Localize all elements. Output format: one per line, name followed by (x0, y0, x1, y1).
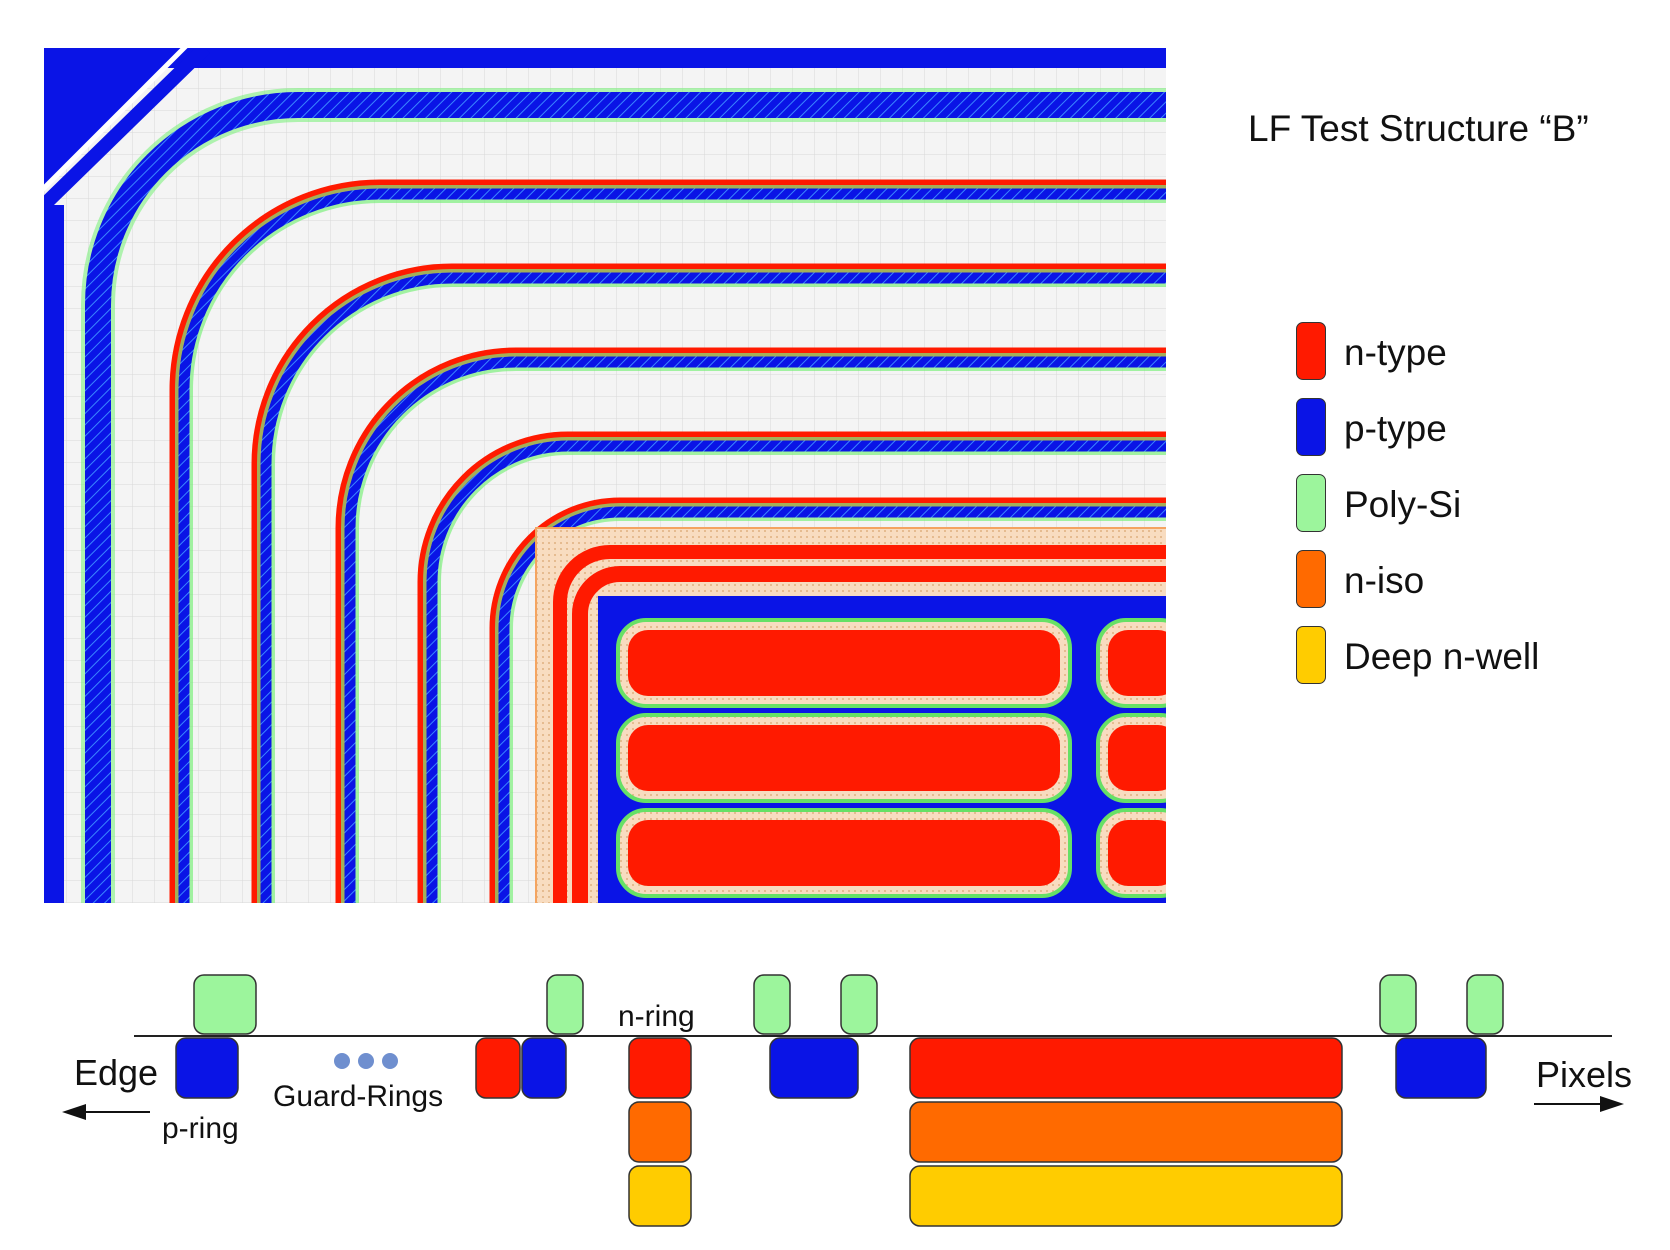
n-ring-label: n-ring (618, 1000, 695, 1033)
guard-ring-ntype (169, 179, 1166, 903)
guard-ring-layers (44, 48, 1166, 903)
pixel-cell-ntype (628, 630, 1060, 696)
guard-rings-label: Guard-Rings (273, 1080, 444, 1113)
pixel-array (616, 618, 1166, 898)
pixels-arrow-head (1600, 1096, 1624, 1112)
legend-item-ntype: n-type (1296, 320, 1626, 396)
edge-frame-chamfer (44, 48, 210, 211)
legend-item-niso: n-iso (1296, 548, 1626, 624)
legend-item-polysi: Poly-Si (1296, 472, 1626, 548)
poly-block-pair-right-b (1466, 974, 1504, 1035)
pixel-cell-ntype (628, 725, 1060, 791)
n-ring-inner-ntype (572, 566, 1166, 903)
legend-label-deep-nwell: Deep n-well (1344, 636, 1540, 677)
poly-block-pair-right-a (1379, 974, 1417, 1035)
n-ring-ntype (553, 545, 1166, 903)
edge-label: Edge (74, 1052, 159, 1093)
n-ring-ntype-block (628, 1037, 692, 1099)
edge-arrow-head (62, 1104, 86, 1120)
pixel-cell-ntype (628, 820, 1060, 886)
edge-chamfer-gap (44, 48, 188, 192)
n-ring-niso-block (628, 1101, 692, 1163)
pixel-cell-ntype (1108, 630, 1166, 696)
legend-swatch-ntype (1296, 322, 1326, 380)
ptype-block-right (1395, 1037, 1487, 1099)
legend-item-deep-nwell: Deep n-well (1296, 624, 1626, 700)
legend: n-type p-type Poly-Si n-iso Deep n-well (1296, 320, 1626, 700)
guard-ring-ntype (417, 431, 1166, 903)
cross-section-view (62, 974, 1624, 1227)
legend-label-niso: n-iso (1344, 560, 1425, 601)
guard-ring-dot (358, 1053, 374, 1069)
pixels-label: Pixels (1536, 1054, 1633, 1095)
pixel-cell-ntype (1108, 820, 1166, 886)
poly-block-p-ring (193, 974, 257, 1035)
layout-view (44, 48, 1166, 903)
guard-ring-ptype (426, 440, 1166, 903)
p-ring-label: p-ring (162, 1112, 239, 1145)
poly-block-pair-left-a (753, 974, 791, 1035)
legend-swatch-deep-nwell (1296, 626, 1326, 684)
guard-ring-dot (382, 1053, 398, 1069)
poly-block-pair-left-b (840, 974, 878, 1035)
pixel-ntype-block (909, 1037, 1343, 1099)
ptype-block-mid (769, 1037, 859, 1099)
legend-swatch-polysi (1296, 474, 1326, 532)
legend-item-ptype: p-type (1296, 396, 1626, 472)
pixel-cell-ntype (1108, 725, 1166, 791)
legend-label-ptype: p-type (1344, 408, 1447, 449)
guard-ring-ptype (178, 188, 1166, 903)
pixel-niso-block (909, 1101, 1343, 1163)
edge-frame-top (44, 48, 1166, 68)
guard-ring-ptype-block (521, 1037, 567, 1099)
guard-ring-ntype (335, 347, 1166, 903)
legend-label-polysi: Poly-Si (1344, 484, 1462, 525)
legend-label-ntype: n-type (1344, 332, 1447, 373)
poly-block-guard (546, 974, 584, 1035)
guard-ring-dot (334, 1053, 350, 1069)
guard-ring-ptype (260, 272, 1166, 903)
legend-swatch-niso (1296, 550, 1326, 608)
legend-swatch-ptype (1296, 398, 1326, 456)
diagram-title: LF Test Structure “B” (1248, 108, 1589, 149)
p-ring-implant (85, 92, 1166, 903)
guard-ring-ntype-block (475, 1037, 521, 1099)
pixel-deep-nwell-block (909, 1165, 1343, 1227)
p-ring-implant-block (175, 1037, 239, 1099)
edge-frame-left (44, 205, 64, 903)
guard-ring-ntype (251, 263, 1166, 903)
n-ring-deep-nwell-block (628, 1165, 692, 1227)
guard-ring-ntype (489, 497, 1166, 903)
guard-ring-ptype (344, 356, 1166, 903)
